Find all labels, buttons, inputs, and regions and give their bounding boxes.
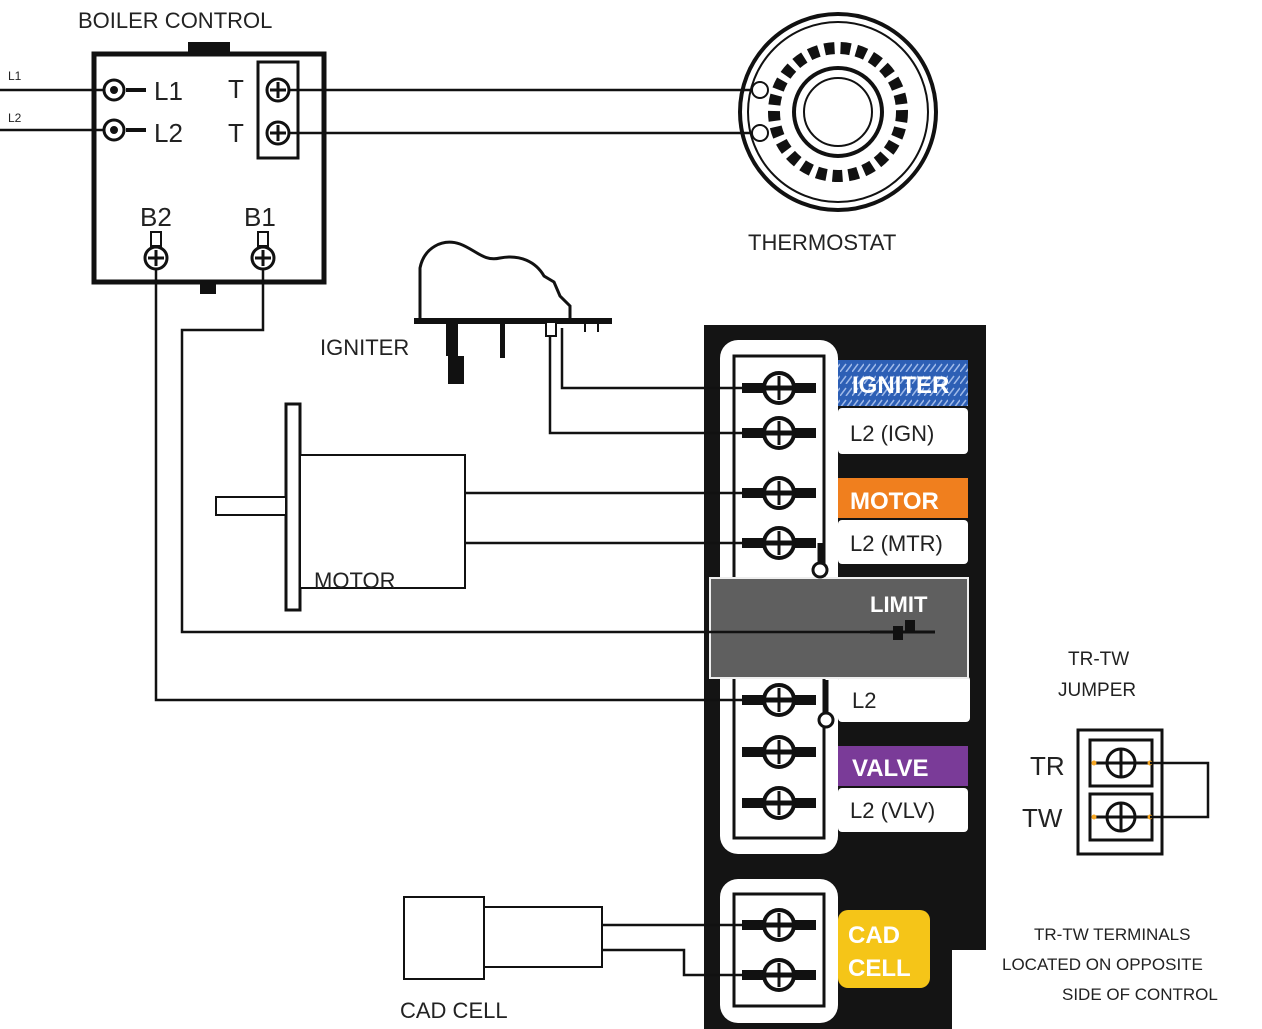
l2-vlv-tag: L2 (VLV) bbox=[850, 798, 935, 823]
panel-terminal-screw bbox=[742, 683, 816, 717]
jumper-title-line2: JUMPER bbox=[1058, 680, 1136, 701]
wire-igniter-1 bbox=[560, 328, 742, 390]
cad-cell-label: CAD CELL bbox=[400, 998, 508, 1023]
wire-b2-l2 bbox=[154, 270, 742, 702]
jumper-terminal-block bbox=[1076, 728, 1164, 856]
terminal-l2-label: L2 bbox=[154, 118, 183, 148]
l2-tag-bg bbox=[838, 676, 970, 722]
igniter-label: IGNITER bbox=[320, 335, 409, 360]
wire-b1-limit bbox=[180, 270, 870, 634]
boiler-control-title: BOILER CONTROL bbox=[78, 8, 272, 33]
igniter-tag: IGNITER bbox=[852, 372, 949, 399]
terminal-b1-screw bbox=[250, 231, 276, 271]
panel-link-pin bbox=[811, 561, 829, 579]
terminal-b2-label: B2 bbox=[140, 202, 172, 232]
valve-tag-bg bbox=[838, 746, 968, 786]
cad-tag-line2: CELL bbox=[848, 955, 911, 982]
motor-label: MOTOR bbox=[314, 568, 395, 593]
line-l1-label: L1 bbox=[8, 69, 22, 83]
jumper-note-line1: TR-TW TERMINALS bbox=[1034, 925, 1190, 944]
l2-vlv-tag-bg bbox=[838, 788, 968, 832]
panel-link-pin bbox=[817, 711, 835, 729]
igniter-tag-bg bbox=[838, 360, 968, 406]
thermostat bbox=[738, 12, 938, 212]
jumper-tw-label: TW bbox=[1022, 803, 1063, 833]
cad-cell bbox=[403, 896, 603, 980]
terminal-b2-screw bbox=[143, 231, 169, 271]
panel-terminal-screw bbox=[742, 786, 816, 820]
terminal-b1-label: B1 bbox=[244, 202, 276, 232]
limit-block bbox=[709, 577, 969, 679]
cad-tag-line1: CAD bbox=[848, 922, 900, 949]
motor-tag: MOTOR bbox=[850, 488, 939, 515]
terminal-l1-screw bbox=[102, 78, 146, 102]
l2-ign-tag-bg bbox=[838, 408, 968, 454]
wire-cad-2 bbox=[602, 948, 742, 977]
jumper-tr-label: TR bbox=[1030, 751, 1065, 781]
jumper-title-line1: TR-TW bbox=[1068, 649, 1129, 670]
thermostat-label: THERMOSTAT bbox=[748, 230, 896, 255]
terminal-t1-screw bbox=[265, 77, 291, 103]
panel-terminals bbox=[742, 371, 835, 992]
wire-igniter-2 bbox=[548, 336, 742, 435]
panel-terminal-screw bbox=[742, 476, 816, 510]
l2-mtr-tag: L2 (MTR) bbox=[850, 531, 943, 556]
terminal-t1-label: T bbox=[228, 74, 244, 104]
terminal-t2-label: T bbox=[228, 118, 244, 148]
boiler-control-box bbox=[91, 42, 327, 294]
jumper-note-line2: LOCATED ON OPPOSITE bbox=[1002, 955, 1203, 974]
motor-tag-bg bbox=[838, 478, 968, 518]
panel-terminal-screw bbox=[742, 735, 816, 769]
panel-terminal-screw bbox=[742, 908, 816, 942]
panel-terminal-screw bbox=[742, 371, 816, 405]
motor bbox=[215, 402, 466, 612]
cad-tag-bg bbox=[838, 910, 930, 988]
limit-terminal bbox=[870, 620, 935, 640]
panel-terminal-screw bbox=[742, 526, 816, 560]
l2-mtr-tag-bg bbox=[838, 520, 968, 564]
igniter bbox=[414, 240, 612, 384]
jumper-wire bbox=[1150, 761, 1210, 819]
terminal-l1-label: L1 bbox=[154, 76, 183, 106]
line-l2-label: L2 bbox=[8, 111, 22, 125]
l2-tag: L2 bbox=[852, 688, 876, 713]
l2-ign-tag: L2 (IGN) bbox=[850, 421, 934, 446]
valve-tag: VALVE bbox=[852, 755, 928, 782]
jumper-note-line3: SIDE OF CONTROL bbox=[1062, 985, 1218, 1004]
panel-terminal-screw bbox=[742, 958, 816, 992]
limit-tag: LIMIT bbox=[870, 592, 928, 617]
terminal-l2-screw bbox=[102, 118, 146, 142]
panel-terminal-screw bbox=[742, 416, 816, 450]
terminal-t2-screw bbox=[265, 120, 291, 146]
